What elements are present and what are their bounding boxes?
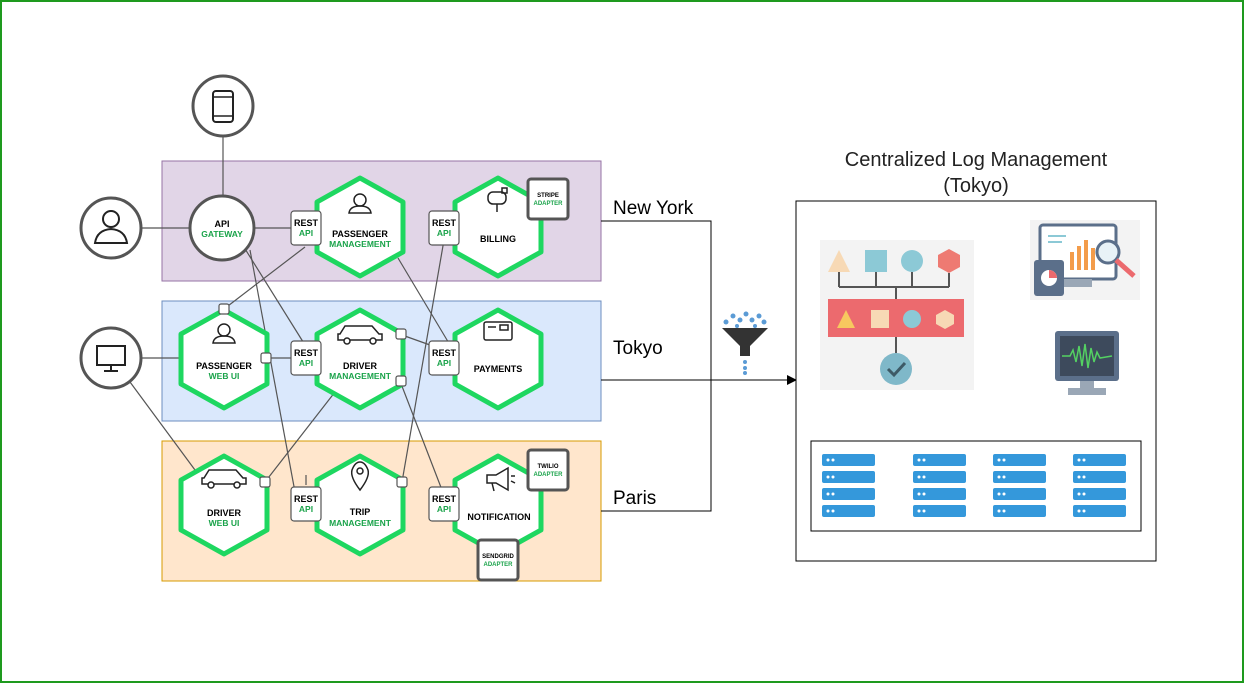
api-gateway-node: API GATEWAY xyxy=(188,194,256,262)
billing-line1: BILLING xyxy=(480,234,516,244)
stripe-adapter: STRIPE ADAPTER xyxy=(526,177,570,221)
funnel-icon xyxy=(722,311,768,375)
server-rack-icon xyxy=(913,454,966,517)
driver-web-ui-line2: WEB UI xyxy=(209,518,240,528)
api-label: API xyxy=(299,504,313,514)
driver-management-service: DRIVER MANAGEMENT xyxy=(314,307,406,411)
passenger-web-ui-line2: WEB UI xyxy=(209,371,240,381)
region-label-paris: Paris xyxy=(613,488,656,509)
driver-management-line1: DRIVER xyxy=(343,361,378,371)
api-label: API xyxy=(437,358,451,368)
rest-label: REST xyxy=(294,348,319,358)
server-racks xyxy=(822,454,1126,517)
rest-api-box-billing: REST API xyxy=(428,210,460,246)
api-label: API xyxy=(437,504,451,514)
payments-service: PAYMENTS xyxy=(452,307,544,411)
sendgrid-adapter-line1: SENDGRID xyxy=(482,554,514,560)
server-lights xyxy=(826,458,1086,513)
region-label-tokyo: Tokyo xyxy=(613,338,663,359)
passenger-web-ui-line1: PASSENGER xyxy=(196,361,252,371)
driver-web-ui-service: DRIVER WEB UI xyxy=(178,453,270,557)
server-rack-icon xyxy=(1073,454,1126,517)
car-icon xyxy=(337,325,383,345)
rest-label: REST xyxy=(294,494,319,504)
person-icon xyxy=(348,193,372,214)
api-label: API xyxy=(299,358,313,368)
person-icon xyxy=(212,323,236,344)
gateway-line1: API xyxy=(214,219,229,229)
sendgrid-adapter-line2: ADAPTER xyxy=(483,562,513,568)
stripe-adapter-line2: ADAPTER xyxy=(533,201,563,207)
payments-line1: PAYMENTS xyxy=(474,364,523,374)
analytics-dashboard-icon xyxy=(1030,220,1140,300)
phone-node xyxy=(191,74,255,138)
api-label: API xyxy=(299,228,313,238)
driver-web-ui-line1: DRIVER xyxy=(207,508,242,518)
user-node xyxy=(79,196,143,260)
passenger-management-service: PASSENGER MANAGEMENT xyxy=(314,175,406,279)
twilio-adapter-line1: TWILIO xyxy=(538,464,559,470)
rest-api-box-payments: REST API xyxy=(428,340,460,376)
server-rack-icon xyxy=(993,454,1046,517)
rest-label: REST xyxy=(294,218,319,228)
desktop-node xyxy=(79,326,143,390)
connection-lines xyxy=(129,132,451,493)
stripe-adapter-line1: STRIPE xyxy=(537,193,559,199)
driver-management-line2: MANAGEMENT xyxy=(329,371,392,381)
passenger-management-line1: PASSENGER xyxy=(332,229,388,239)
twilio-adapter-line2: ADAPTER xyxy=(533,472,563,478)
rest-api-box-notification: REST API xyxy=(428,486,460,522)
api-label: API xyxy=(437,228,451,238)
trip-management-line1: TRIP xyxy=(350,507,371,517)
user-icon xyxy=(93,210,129,244)
twilio-adapter: TWILIO ADAPTER xyxy=(526,448,570,492)
rest-label: REST xyxy=(432,494,457,504)
trip-management-line2: MANAGEMENT xyxy=(329,518,392,528)
monitor-waveform-icon xyxy=(1055,331,1119,395)
sendgrid-adapter: SENDGRID ADAPTER xyxy=(476,538,520,582)
trip-management-service: TRIP MANAGEMENT xyxy=(314,453,406,557)
mailbox-icon xyxy=(487,187,508,212)
rest-label: REST xyxy=(432,348,457,358)
region-label-new-york: New York xyxy=(613,198,694,219)
log-panel-title: Centralized Log Management xyxy=(845,149,1108,171)
log-panel-subtitle: (Tokyo) xyxy=(943,175,1009,197)
rest-api-box-trip: REST API xyxy=(290,486,322,522)
rest-api-box-passenger: REST API xyxy=(290,210,322,246)
log-pipeline-illustration xyxy=(820,240,974,390)
rest-label: REST xyxy=(432,218,457,228)
rest-api-box-driver: REST API xyxy=(290,340,322,376)
notification-line1: NOTIFICATION xyxy=(467,512,530,522)
gateway-line2: GATEWAY xyxy=(201,229,243,239)
credit-card-icon xyxy=(483,321,513,341)
log-flow-lines xyxy=(601,220,797,512)
passenger-management-line2: MANAGEMENT xyxy=(329,239,392,249)
server-rack-icon xyxy=(822,454,875,517)
map-pin-icon xyxy=(350,461,370,492)
passenger-web-ui-service: PASSENGER WEB UI xyxy=(178,307,270,411)
monitor-icon xyxy=(96,345,126,372)
mobile-phone-icon xyxy=(212,90,234,123)
connector-dots xyxy=(218,303,408,488)
megaphone-icon xyxy=(486,466,516,492)
car-icon xyxy=(201,469,247,489)
